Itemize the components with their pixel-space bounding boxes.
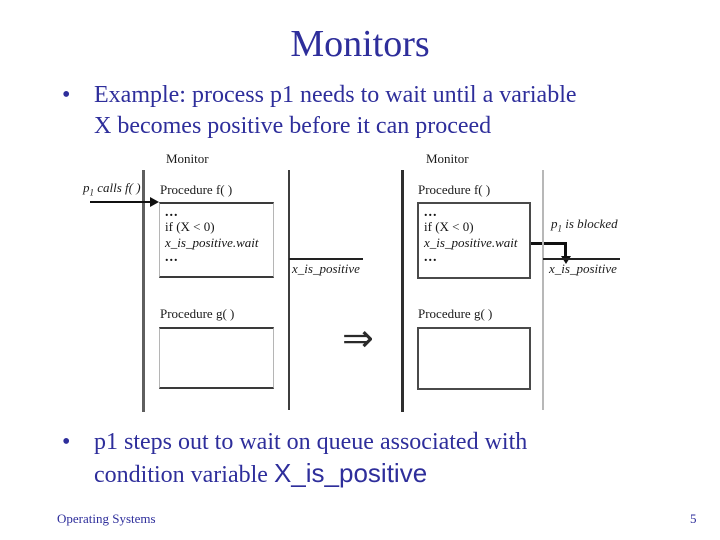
blocked-arrow-bend xyxy=(564,242,567,257)
right-procedure-f-label: Procedure f( ) xyxy=(418,182,491,197)
code-ellipsis: ... xyxy=(165,250,179,265)
footer-page-number: 5 xyxy=(690,511,697,526)
right-queue-label: x_is_positive xyxy=(549,261,617,276)
call-arrow xyxy=(90,201,152,203)
left-queue-boundary-line xyxy=(288,170,290,410)
bullet-marker: • xyxy=(62,82,71,108)
condition-variable-name: X_is_positive xyxy=(273,458,428,488)
code-wait: x_is_positive.wait xyxy=(165,235,259,250)
right-queue-boundary-line xyxy=(542,170,544,410)
left-procedure-f-body: ... if (X < 0) x_is_positive.wait ... xyxy=(159,202,274,278)
bullet-steps-out-line1: p1 steps out to wait on queue associated… xyxy=(94,429,528,455)
bullet-example-text: Example: process p1 needs to wait until … xyxy=(94,80,577,142)
p1-calls-label-p: p xyxy=(83,180,90,195)
left-monitor-boundary-line xyxy=(142,170,145,412)
bullet-example: • Example: process p1 needs to wait unti… xyxy=(58,80,698,142)
code-ellipsis: ... xyxy=(424,205,438,220)
p1-blocked-label: p1 is blocked xyxy=(551,216,618,234)
left-queue-label: x_is_positive xyxy=(292,261,360,276)
code-if-x: if (X < 0) xyxy=(424,219,474,234)
left-procedure-f-label: Procedure f( ) xyxy=(160,182,233,197)
code-wait: x_is_positive.wait xyxy=(424,235,518,250)
p1-calls-label-rest: calls f( ) xyxy=(94,180,141,195)
code-if-x: if (X < 0) xyxy=(165,219,215,234)
blocked-arrow xyxy=(531,242,567,245)
p1-calls-label: p1 calls f( ) xyxy=(83,180,141,198)
bullet-marker: • xyxy=(62,429,71,455)
p1-blocked-label-sub: 1 xyxy=(557,223,563,234)
right-procedure-f-body: ... if (X < 0) x_is_positive.wait ... xyxy=(417,202,531,279)
code-ellipsis: ... xyxy=(165,205,179,220)
bullet-steps-out-text: p1 steps out to wait on queue associated… xyxy=(94,427,527,491)
slide-title: Monitors xyxy=(290,23,430,65)
bullet-steps-out-line2: condition variable X_is_positive xyxy=(94,458,527,491)
code-ellipsis: ... xyxy=(424,250,438,265)
left-monitor-title: Monitor xyxy=(166,151,209,166)
p1-blocked-label-p: p xyxy=(551,216,558,231)
call-arrow-head xyxy=(150,197,159,207)
right-queue-line xyxy=(543,258,620,260)
right-procedure-g-body xyxy=(417,327,531,390)
bullet-steps-out: • p1 steps out to wait on queue associat… xyxy=(58,427,698,491)
right-monitor-title: Monitor xyxy=(426,151,469,166)
footer-course-name: Operating Systems xyxy=(57,511,156,526)
p1-blocked-label-rest: is blocked xyxy=(562,216,618,231)
bullet-example-line2: X becomes positive before it can proceed xyxy=(94,113,492,139)
p1-calls-label-sub: 1 xyxy=(89,187,95,198)
condition-variable-text: condition variable xyxy=(94,462,274,488)
blocked-arrow-head xyxy=(561,256,571,264)
left-queue-line xyxy=(289,258,363,260)
implies-arrow-icon: ⇒ xyxy=(342,316,374,360)
left-procedure-g-label: Procedure g( ) xyxy=(160,306,235,321)
right-monitor-boundary-line xyxy=(401,170,404,412)
bullet-example-line1: Example: process p1 needs to wait until … xyxy=(94,82,577,108)
left-procedure-g-body xyxy=(159,327,274,389)
right-procedure-g-label: Procedure g( ) xyxy=(418,306,493,321)
